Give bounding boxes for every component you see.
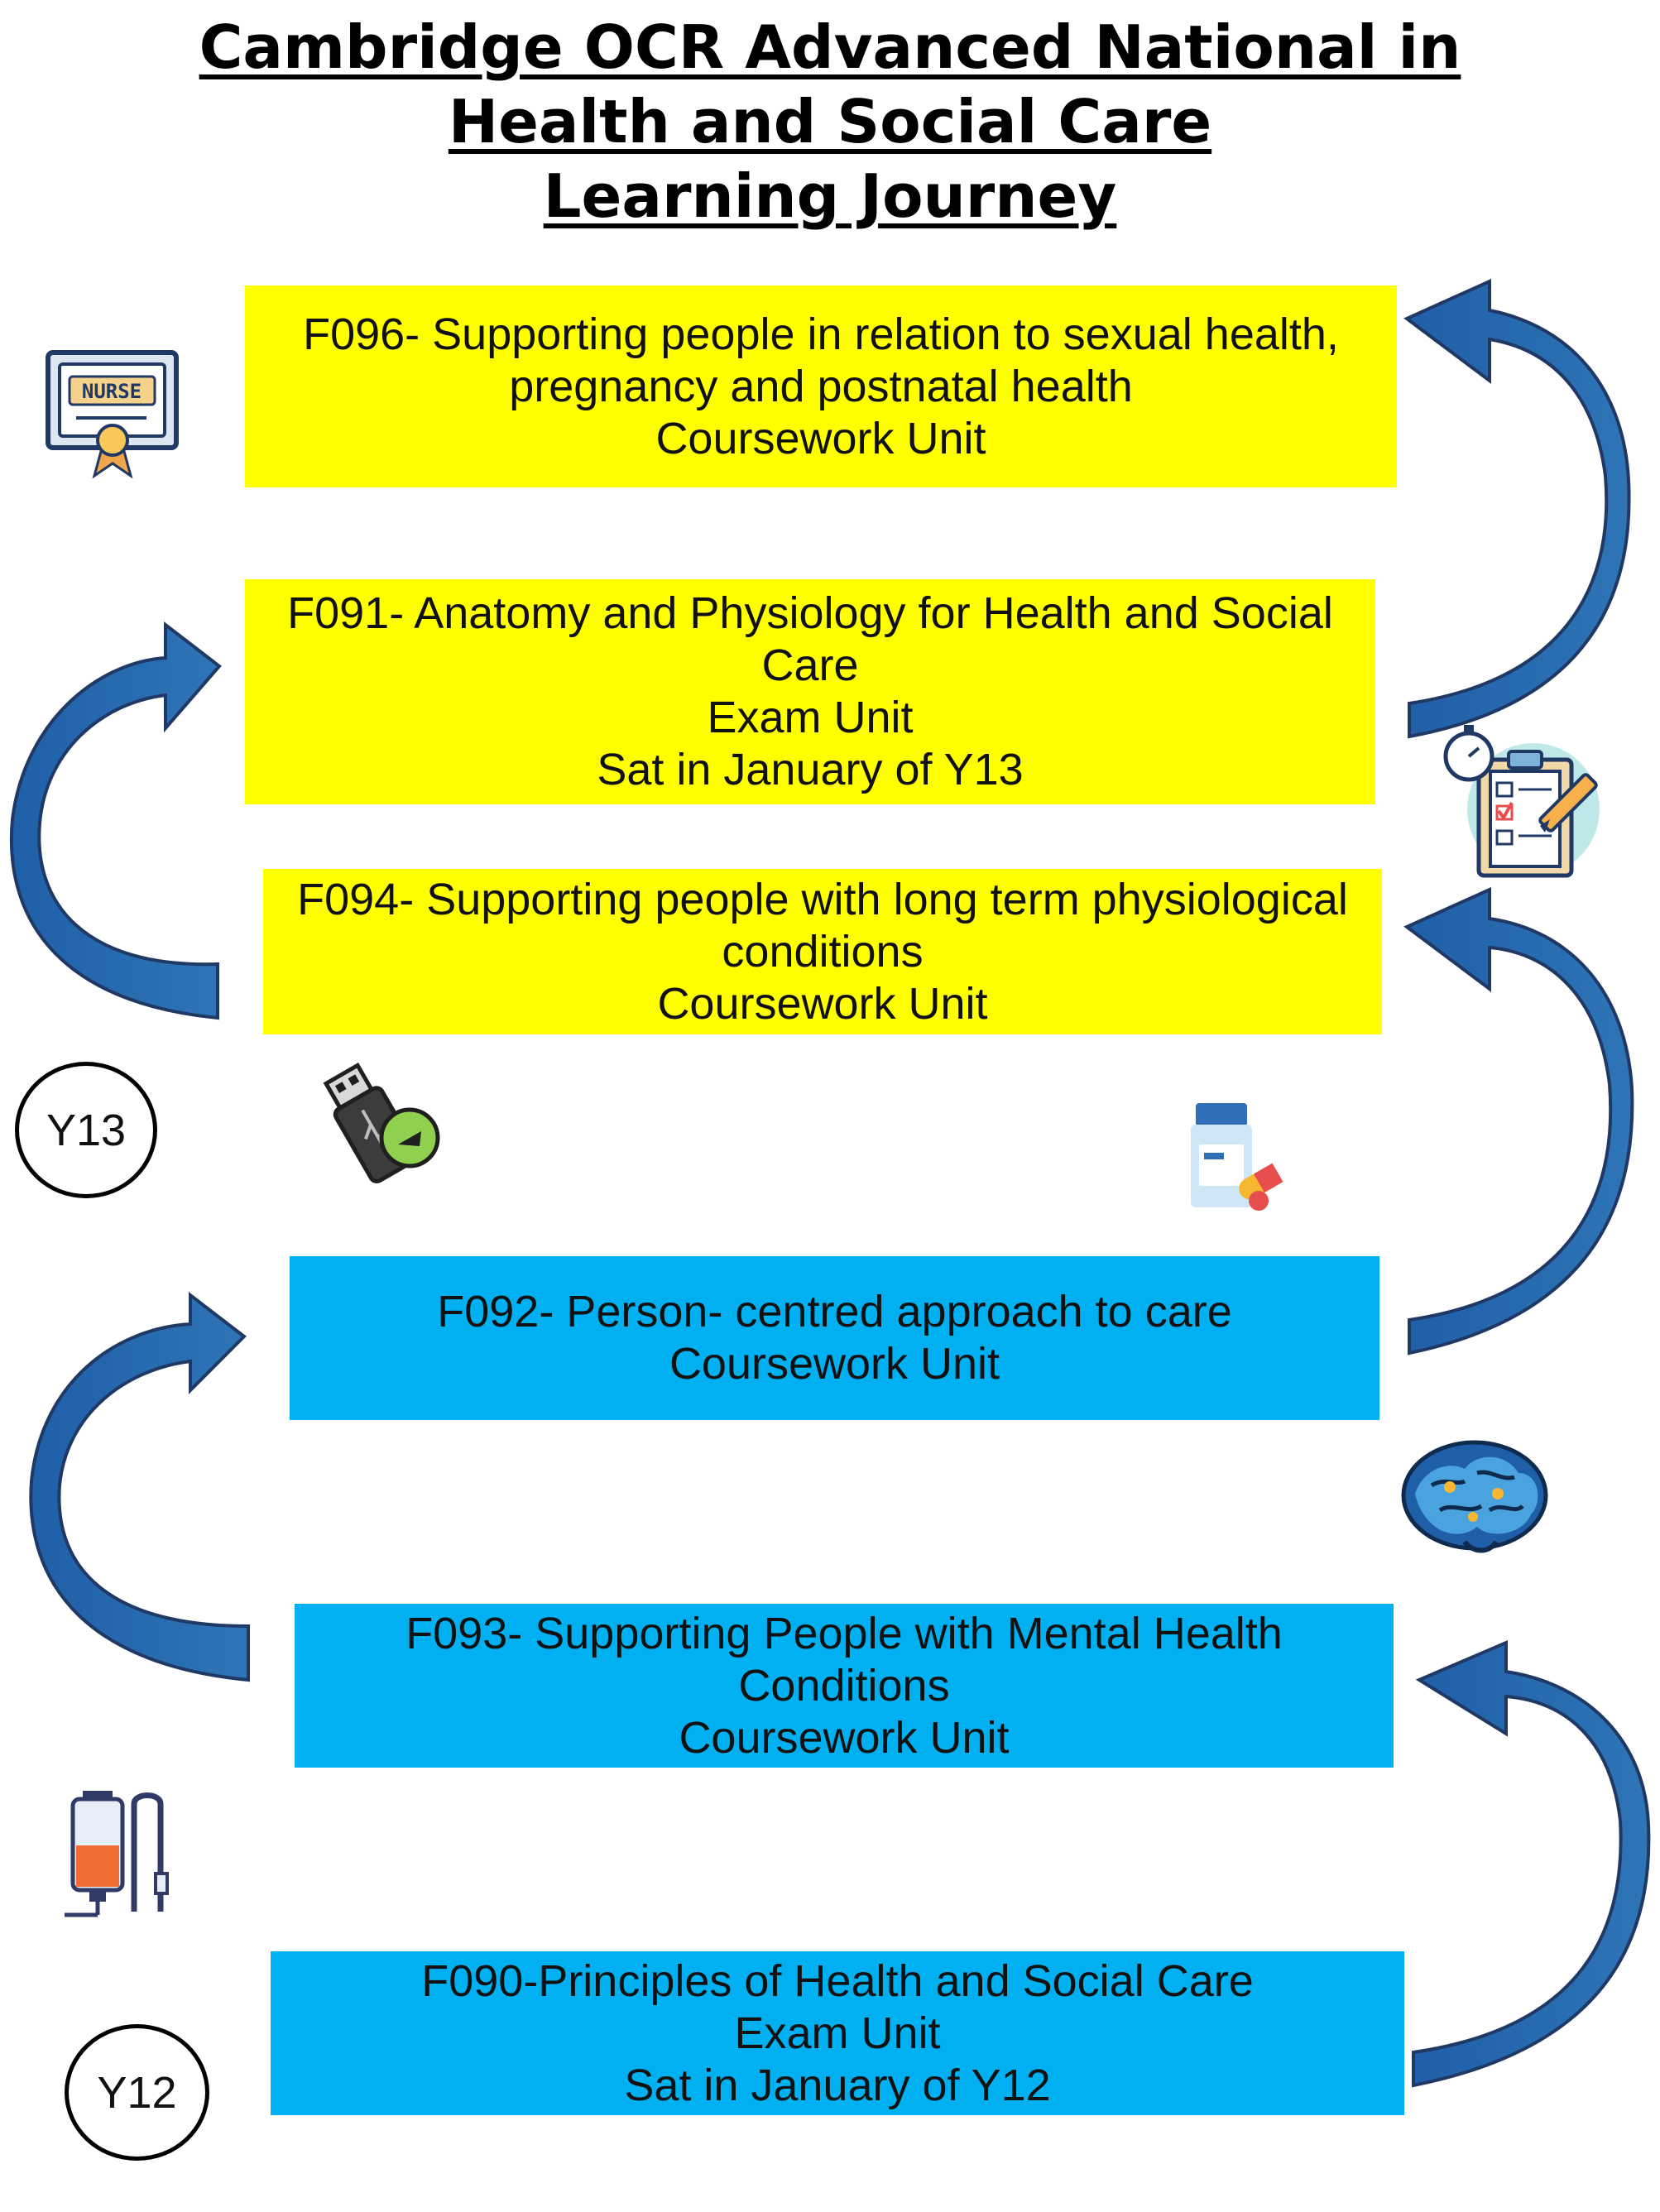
unit-f094-title-cont: conditions [722,926,924,976]
unit-f091-box: F091- Anatomy and Physiology for Health … [245,579,1375,804]
arrow-f090-to-f093 [1412,1639,1651,2088]
unit-f091-title-cont: Care [761,641,859,690]
unit-f094-box: F094- Supporting people with long term p… [263,869,1382,1034]
usb-drive-icon [323,1062,440,1183]
title-line-2: Health and Social Care [448,87,1212,156]
nurse-certificate-icon: NURSE [46,350,179,479]
unit-f096-title: F096- Supporting people in relation to s… [303,309,1339,359]
arrow-f091-to-f096 [1403,278,1631,739]
unit-f091-sitting: Sat in January of Y13 [597,745,1024,794]
unit-f090-title: F090-Principles of Health and Social Car… [421,1955,1254,2006]
iv-drip-bag-icon [65,1791,169,1917]
year-13-badge: Y13 [15,1062,157,1198]
arrow-f094-to-f091 [9,621,222,1020]
unit-f092-title: F092- Person- centred approach to care [437,1287,1232,1336]
unit-f090-type: Exam Unit [734,2008,941,2058]
unit-f093-type: Coursework Unit [679,1712,1010,1763]
unit-f093-title-cont: Conditions [738,1660,950,1711]
title-line-3: Learning Journey [543,161,1117,231]
medicine-bottle-icon [1191,1103,1283,1211]
arrow-f093-to-f092 [29,1291,250,1682]
page-title: Cambridge OCR Advanced National in Healt… [0,10,1660,233]
unit-f090-box: F090-Principles of Health and Social Car… [271,1951,1404,2115]
title-line-1: Cambridge OCR Advanced National in [199,12,1461,82]
unit-f096-type: Coursework Unit [655,413,986,463]
unit-f094-type: Coursework Unit [657,978,988,1029]
unit-f096-box: F096- Supporting people in relation to s… [245,285,1397,487]
brain-icon [1401,1440,1548,1553]
checklist-stopwatch-icon [1443,725,1600,878]
arrow-f092-to-f094 [1403,886,1634,1356]
unit-f091-title: F091- Anatomy and Physiology for Health … [287,588,1333,638]
unit-f092-box: F092- Person- centred approach to care C… [290,1256,1379,1420]
unit-f094-title: F094- Supporting people with long term p… [297,874,1348,924]
year-12-badge: Y12 [65,2024,209,2161]
unit-f096-title-cont: pregnancy and postnatal health [509,361,1133,411]
unit-f093-box: F093- Supporting People with Mental Heal… [295,1604,1394,1768]
unit-f092-type: Coursework Unit [669,1339,1000,1389]
unit-f091-type: Exam Unit [707,693,914,742]
certificate-label: NURSE [82,380,142,403]
unit-f093-title: F093- Supporting People with Mental Heal… [405,1608,1283,1658]
unit-f090-sitting: Sat in January of Y12 [624,2060,1051,2110]
